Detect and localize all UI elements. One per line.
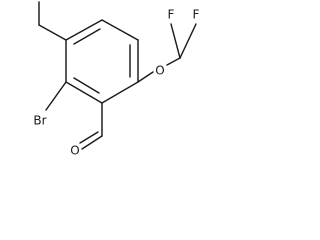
cf-bond-right [179, 23, 197, 59]
aldehyde-double-bond-a [81, 135, 103, 150]
ether-bond-ring-to-o [137, 71, 154, 83]
fluorine-left-label: F [168, 8, 175, 22]
oxygen-aldehyde-label: O [70, 144, 79, 158]
ring-inner-bond-3 [73, 77, 100, 94]
molecule-canvas: Br O O F F [33, 1, 200, 158]
ethyl-bond-1 [38, 24, 67, 41]
fluorine-right-label: F [193, 8, 200, 22]
ring-inner-bond-1 [73, 28, 101, 45]
bromine-label: Br [33, 114, 46, 128]
oxygen-ether-label: O [155, 64, 164, 78]
cf-bond-left [170, 23, 181, 59]
ring-bond-top-left [65, 19, 103, 41]
ring-bond-bottom-left [65, 81, 103, 104]
ether-bond-o-to-c [166, 57, 181, 66]
aldehyde-double-bond-b [79, 131, 99, 144]
ring-bond-bottom-right [101, 81, 139, 104]
ring-bond-top-right [101, 19, 139, 41]
bromine-bond [45, 81, 67, 111]
structure-diagram: Br O O F F [33, 1, 200, 158]
